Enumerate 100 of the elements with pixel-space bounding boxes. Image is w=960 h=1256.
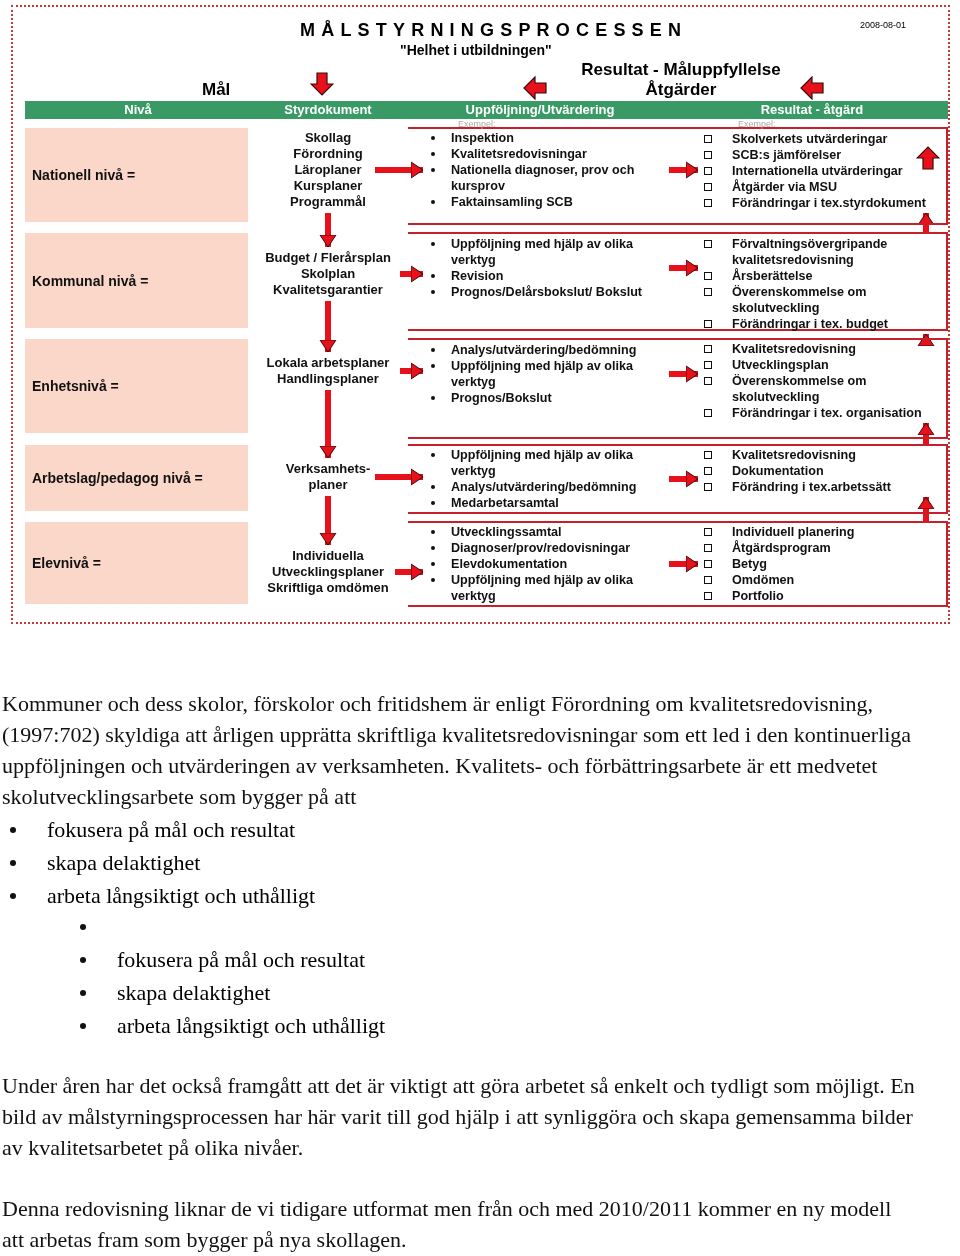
- checklist-item: Överenskommelse om skolutveckling: [700, 284, 940, 316]
- level-box: [25, 128, 248, 222]
- bullet-item: Utvecklingssamtal: [425, 524, 667, 540]
- arrow: [395, 563, 424, 581]
- column-heading: Mål: [202, 80, 231, 100]
- bullet-item: Revision: [425, 268, 667, 284]
- arrow: [400, 265, 424, 283]
- document-name: Programmål: [289, 194, 367, 210]
- document-name: Lokala arbetsplaner: [265, 355, 391, 371]
- table-header: Uppföljning/Utvärdering: [465, 102, 615, 117]
- bullet-item: Uppföljning med hjälp av olika verktyg: [425, 358, 667, 390]
- checklist-item: Internationella utvärderingar: [700, 163, 940, 179]
- bullet-item: Prognos/Bokslut: [425, 390, 667, 406]
- subtitle: "Helhet i utbildningen": [400, 42, 552, 58]
- bullet-item: Analys/utvärdering/bedömning: [425, 479, 667, 495]
- level-label: Nationell nivå =: [32, 167, 136, 183]
- checklist-item: Förvaltningsövergripande kvalitetsredovisning: [700, 236, 940, 268]
- bullet-item: Kvalitetsredovisningar: [425, 146, 667, 162]
- checklist-item: Åtgärder via MSU: [700, 179, 940, 195]
- bullet-item: Analys/utvärdering/bedömning: [425, 342, 667, 358]
- level-label: Kommunal nivå =: [32, 272, 149, 289]
- checklist-item: Kvalitetsredovisning: [700, 341, 940, 357]
- arrow: [400, 362, 424, 380]
- list-item: arbeta långsiktigt och uthålligt: [117, 1012, 386, 1040]
- level-label: Enhetsnivå =: [32, 378, 119, 394]
- arrow: [319, 390, 337, 459]
- bullet-item: Uppföljning med hjälp av olika verktyg: [425, 572, 667, 604]
- table-header: Styrdokument: [284, 102, 372, 117]
- column-heading: Resultat - Måluppfyllelse Åtgärder: [580, 60, 782, 100]
- document-name: Handlingsplaner: [276, 371, 380, 387]
- document-name: Läroplaner: [293, 162, 363, 178]
- checklist-item: Årsberättelse: [700, 268, 940, 284]
- bullet-item: Uppföljning med hjälp av olika verktyg: [425, 447, 667, 479]
- arrow: [319, 301, 337, 353]
- arrow: [669, 555, 699, 573]
- table-header: Nivå: [124, 102, 152, 117]
- table-header: Resultat - åtgärd: [760, 102, 864, 117]
- paragraph: Denna redovisning liknar de vi tidigare utformat men från och med 2010/2011 kommer en ny modell att arbetas fram som bygger på nya skollagen.: [2, 1195, 893, 1254]
- bullet-item: Faktainsamling SCB: [425, 194, 667, 210]
- checklist-item: Förändringar i tex. organisation: [700, 405, 940, 421]
- arrow: [917, 496, 935, 522]
- bullet-item: Prognos/Delårsbokslut/ Bokslut: [425, 284, 667, 300]
- arrow: [917, 333, 935, 347]
- arrow: [917, 212, 935, 234]
- document-name: Verksamhets- planer: [284, 461, 372, 493]
- document-name: Skollag: [303, 130, 353, 146]
- level-box: [25, 233, 248, 328]
- arrow: [669, 259, 699, 277]
- document-name: Skolplan: [299, 266, 357, 282]
- example-note: Exempel:: [738, 119, 776, 129]
- checklist-item: Individuell planering: [700, 524, 940, 540]
- document-name: Kursplaner: [292, 178, 364, 194]
- bullet-item: Elevdokumentation: [425, 556, 667, 572]
- bullet-item: Diagnoser/prov/redovisningar: [425, 540, 667, 556]
- list-item: fokusera på mål och resultat: [117, 946, 365, 974]
- checklist-item: Förändringar i tex.styrdokument: [700, 195, 940, 211]
- arrow: [917, 422, 935, 445]
- arrow: [669, 470, 699, 488]
- level-box: [25, 445, 248, 511]
- arrow: [669, 365, 699, 383]
- level-box: [25, 339, 248, 433]
- checklist-item: SCB:s jämförelser: [700, 147, 940, 163]
- arrow: [375, 161, 424, 179]
- document-name: Utvecklingsplaner: [271, 564, 385, 580]
- checklist-item: Förändring i tex.arbetssätt: [700, 479, 940, 495]
- checklist-item: Utvecklingsplan: [700, 357, 940, 373]
- checklist-item: Betyg: [700, 556, 940, 572]
- paragraph: Under åren har det också framgått att det är viktigt att göra arbetet så enkelt och tydligt som möjligt. En bild av målstyrningsprocessen har här varit till god hjälp i att synliggöra och skapa gemensamma bilder av kvalitetsarbetet på olika nivåer.: [2, 1072, 916, 1162]
- checklist-item: Kvalitetsredovisning: [700, 447, 940, 463]
- date-label: 2008-08-01: [860, 20, 907, 30]
- arrow: [669, 161, 699, 179]
- list-item: skapa delaktighet: [47, 849, 201, 877]
- checklist-item: Skolverkets utvärderingar: [700, 131, 940, 147]
- bullet-item: Medarbetarsamtal: [425, 495, 667, 511]
- document-name: Kvalitetsgarantier: [272, 282, 384, 298]
- checklist-item: Förändringar i tex. budget: [700, 316, 940, 332]
- example-note: Exempel:: [458, 119, 496, 129]
- document-name: Individuella: [291, 548, 365, 564]
- arrow: [319, 496, 337, 546]
- document-name: Skriftliga omdömen: [266, 580, 390, 596]
- bullet-item: Inspektion: [425, 130, 667, 146]
- level-label: Arbetslag/pedagog nivå =: [32, 470, 203, 486]
- arrow: [319, 213, 337, 248]
- checklist-item: Omdömen: [700, 572, 940, 588]
- list-item: fokusera på mål och resultat: [47, 816, 295, 844]
- bullet-item: Uppföljning med hjälp av olika verktyg: [425, 236, 667, 268]
- title: MÅLSTYRNINGSPROCESSEN: [300, 20, 688, 41]
- document-name: Budget / Flerårsplan: [264, 250, 392, 266]
- bullet-item: Nationella diagnoser, prov och kursprov: [425, 162, 667, 194]
- checklist-item: Portfolio: [700, 588, 940, 604]
- list-item: skapa delaktighet: [117, 979, 271, 1007]
- level-label: Elevnivå =: [32, 555, 101, 571]
- arrow: [375, 468, 424, 486]
- checklist-item: Åtgärdsprogram: [700, 540, 940, 556]
- level-box: [25, 522, 248, 604]
- checklist-item: Överenskommelse om skolutveckling: [700, 373, 940, 405]
- paragraph: Kommuner och dess skolor, förskolor och fritidshem är enligt Förordning om kvalitetsredovisning, (1997:702) skyldiga att årligen upprätta skriftliga kvalitetsredovisningar som ett led i den kontinuerliga uppföljningen och utvärderingen av verksamheten. Kvalitets- och förbättringsarbete är ett medvetet skolutvecklingsarbete som bygger på att: [2, 690, 913, 811]
- document-name: Förordning: [292, 146, 364, 162]
- checklist-item: Dokumentation: [700, 463, 940, 479]
- list-item: arbeta långsiktigt och uthålligt: [47, 882, 316, 910]
